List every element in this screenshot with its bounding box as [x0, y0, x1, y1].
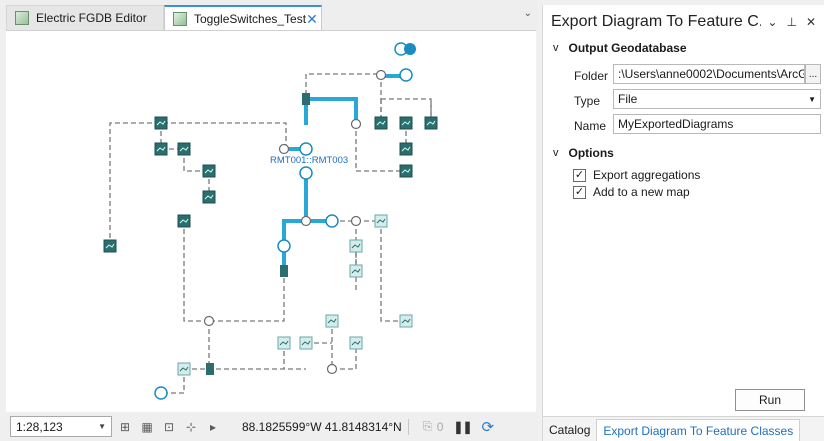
device-glyph: [351, 340, 361, 346]
device-glyph: [301, 340, 311, 346]
name-value: MyExportedDiagrams: [618, 117, 734, 131]
tab-catalog[interactable]: Catalog: [549, 423, 591, 437]
device-glyph: [204, 168, 214, 174]
close-icon[interactable]: ✕: [306, 10, 318, 27]
rmt-callout-label: RMT001::RMT003: [270, 155, 348, 166]
device-glyph: [351, 243, 361, 249]
device-glyph: [156, 146, 166, 152]
chevron-down-icon: ▼: [808, 94, 816, 104]
tool-title: Export Diagram To Feature C...: [551, 13, 761, 30]
close-icon[interactable]: ✕: [805, 15, 816, 29]
map-statusbar: 1:28,123 ▼ ⊞ ▦ ⊡ ⊹ ▸ 88.1825599°W 41.814…: [0, 412, 538, 441]
geoprocessing-pane: Export Diagram To Feature C... ⌄ ⊥ ✕ v O…: [542, 5, 824, 441]
chevron-collapse-icon: v: [553, 42, 559, 54]
name-label: Name: [574, 119, 607, 133]
export-aggregations-checkbox[interactable]: ✓ Export aggregations: [573, 168, 700, 182]
checkbox-label: Add to a new map: [593, 185, 690, 199]
checkbox-label: Export aggregations: [593, 168, 701, 182]
device-glyph: [426, 120, 436, 126]
scale-selector[interactable]: 1:28,123 ▼: [10, 416, 112, 437]
tab-label: Electric FGDB Editor: [36, 11, 147, 25]
browse-button[interactable]: ...: [805, 64, 821, 84]
diagram-svg: RMT001::RMT003: [103, 42, 438, 400]
tab-electric-fgdb-editor[interactable]: Electric FGDB Editor: [6, 5, 164, 30]
device-glyph: [179, 218, 189, 224]
chevron-down-icon[interactable]: ⌄: [767, 15, 778, 29]
checkmark-icon: ✓: [573, 185, 586, 199]
name-field[interactable]: MyExportedDiagrams: [613, 114, 821, 134]
tab-export-diagram[interactable]: Export Diagram To Feature Classes: [596, 419, 801, 441]
device-glyph: [179, 366, 189, 372]
layout-icon[interactable]: ⊡: [163, 419, 175, 434]
type-label: Type: [574, 94, 601, 108]
device-glyph: [279, 340, 289, 346]
chevron-down-icon[interactable]: ⌄: [523, 8, 532, 19]
diagram-icon: [173, 11, 187, 26]
pause-icon[interactable]: ❚❚: [453, 419, 472, 434]
device-glyph: [327, 318, 337, 324]
snapping-icon[interactable]: ⊹: [185, 419, 197, 434]
browse-label: ...: [808, 68, 818, 80]
folder-value: :\Users\anne0002\Documents\ArcG: [618, 67, 805, 81]
map-pane: Electric FGDB Editor ToggleSwitches_Test…: [0, 0, 538, 441]
device-glyph: [156, 120, 166, 126]
device-glyph: [376, 218, 386, 224]
device-glyph: [376, 120, 386, 126]
device-glyph: [401, 318, 411, 324]
section-label: Options: [568, 146, 614, 160]
device-glyph: [401, 146, 411, 152]
device-glyph: [351, 268, 361, 274]
selection-icon[interactable]: ⎘: [422, 419, 433, 433]
folder-label: Folder: [574, 69, 609, 83]
device-glyph: [179, 146, 189, 152]
type-select[interactable]: File ▼: [613, 89, 821, 109]
scale-value: 1:28,123: [16, 419, 63, 434]
section-label: Output Geodatabase: [568, 41, 687, 55]
device-symbols: [103, 116, 438, 376]
add-extent-icon[interactable]: ⊞: [119, 419, 131, 434]
device-glyph: [401, 168, 411, 174]
device-glyph: [105, 243, 115, 249]
junction-nodes: [203, 69, 387, 375]
divider: [407, 418, 409, 435]
tab-toggleswitches-test[interactable]: ToggleSwitches_Test ✕: [164, 5, 322, 30]
pane-bottom-tabs: Catalog Export Diagram To Feature Classe…: [543, 416, 824, 441]
diagram-canvas[interactable]: RMT001::RMT003: [6, 30, 536, 412]
map-icon: [15, 11, 29, 25]
checkmark-icon: ✓: [573, 168, 586, 182]
selected-count: 0: [436, 419, 444, 434]
north-arrow-icon[interactable]: ▸: [209, 419, 217, 434]
section-output-geodatabase[interactable]: v Output Geodatabase: [553, 41, 687, 55]
refresh-icon[interactable]: ⟳: [481, 418, 495, 436]
section-options[interactable]: v Options: [553, 146, 614, 160]
device-glyph: [204, 194, 214, 200]
add-to-new-map-checkbox[interactable]: ✓ Add to a new map: [573, 185, 690, 199]
grid-icon[interactable]: ▦: [141, 419, 153, 434]
device-glyph: [401, 120, 411, 126]
chevron-down-icon: ▼: [98, 422, 106, 431]
document-tabbar: Electric FGDB Editor ToggleSwitches_Test…: [0, 0, 538, 30]
folder-field[interactable]: :\Users\anne0002\Documents\ArcG: [613, 64, 805, 84]
pin-icon[interactable]: ⊥: [786, 15, 797, 29]
switch-symbols: [154, 42, 416, 400]
run-button[interactable]: Run: [735, 389, 805, 411]
type-value: File: [618, 92, 638, 106]
tab-label: ToggleSwitches_Test: [194, 11, 307, 26]
pane-controls: ⌄ ⊥ ✕: [767, 15, 816, 29]
chevron-collapse-icon: v: [553, 147, 559, 159]
coordinate-readout: 88.1825599°W 41.8148314°N: [242, 419, 402, 434]
